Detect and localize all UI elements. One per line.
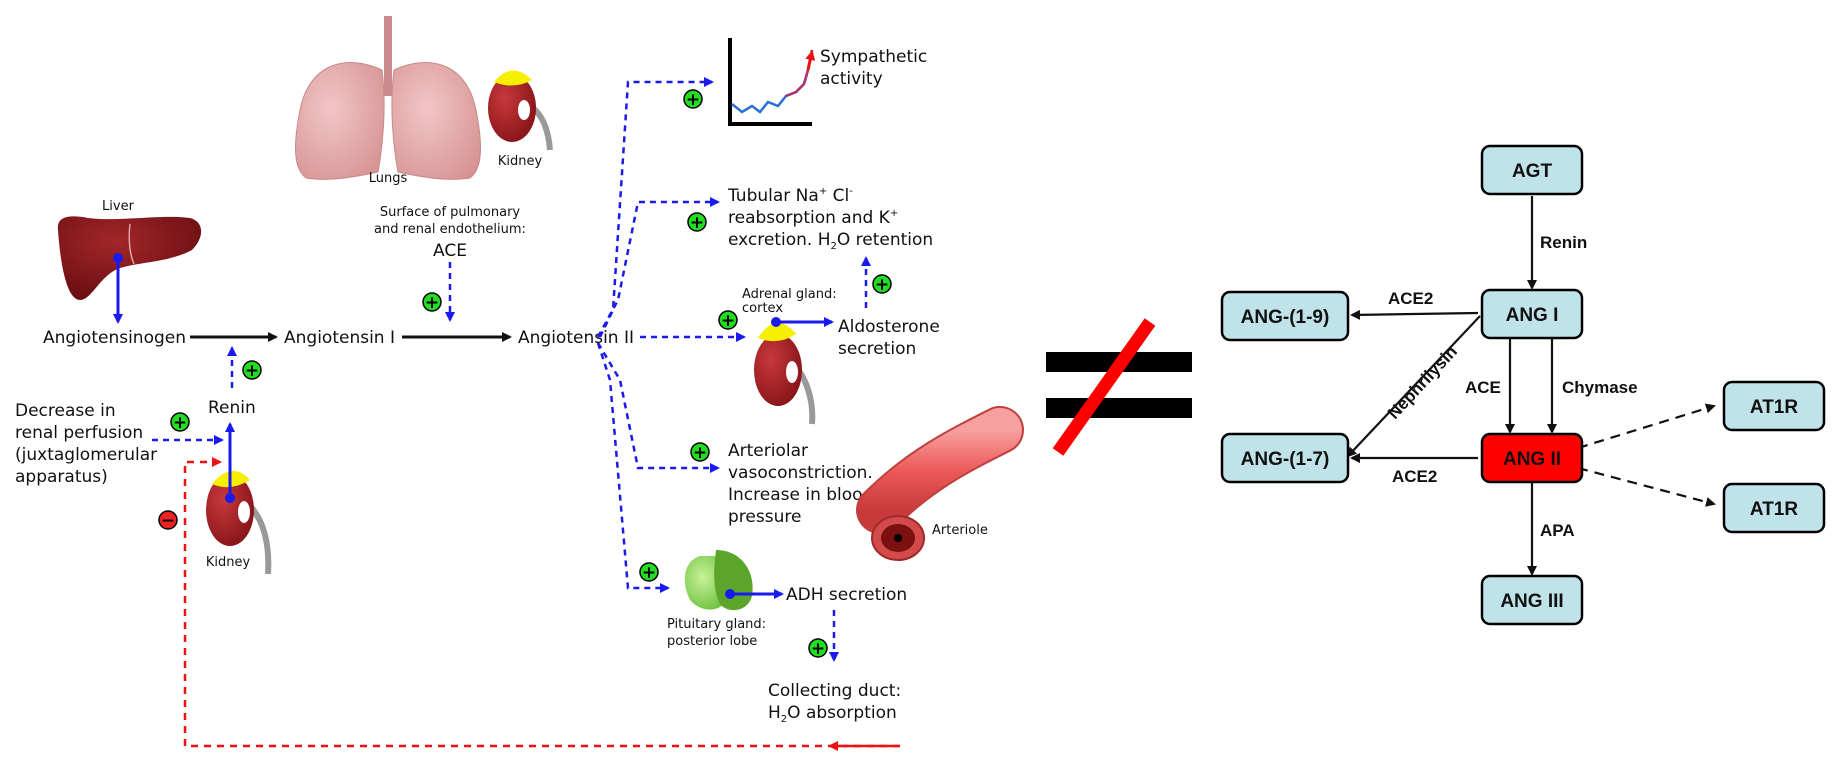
ace-label: ACE	[433, 241, 467, 261]
svg-text:+: +	[690, 213, 704, 233]
ace-edge-label: ACE	[1465, 378, 1501, 397]
ace2-top-edge-label: ACE2	[1388, 289, 1433, 308]
adrenal-line1: Adrenal gland:	[742, 287, 837, 302]
svg-text:+: +	[245, 361, 259, 381]
sympathetic-chart-icon	[728, 38, 816, 126]
decrease-line2: renal perfusion	[15, 423, 143, 443]
plus-icon: +	[683, 89, 703, 110]
node-agt: AGT	[1480, 144, 1584, 196]
svg-text:−: −	[161, 511, 175, 531]
svg-text:+: +	[642, 563, 656, 583]
minus-icon: −	[158, 510, 178, 531]
adrenal-kidney-illustration	[754, 322, 816, 425]
lungs-label: Lungs	[369, 171, 408, 186]
pituitary-line2: posterior lobe	[667, 634, 757, 649]
plus-icon: +	[687, 212, 707, 233]
decrease-line4: apparatus)	[15, 467, 108, 487]
tubular-line1: Tubular Na+ Cl-	[727, 186, 853, 206]
svg-text:+: +	[686, 90, 700, 110]
adrenal-line2: cortex	[742, 301, 783, 316]
ace-note-line1: Surface of pulmonary	[380, 205, 521, 220]
angiotensin-1-label: Angiotensin I	[284, 328, 395, 348]
svg-text:ANG III: ANG III	[1500, 591, 1563, 612]
nephrilysin-edge-label: Nephrilysin	[1384, 342, 1461, 423]
ace2-bottom-edge-label: ACE2	[1392, 467, 1437, 486]
pituitary-illustration	[684, 550, 753, 611]
lungs-illustration	[295, 16, 481, 180]
apa-edge-label: APA	[1540, 521, 1575, 540]
collecting-line1: Collecting duct:	[768, 681, 901, 701]
kidney-bottom-label: Kidney	[206, 555, 251, 570]
plus-icon: +	[170, 412, 190, 433]
node-ang1: ANG I	[1480, 288, 1584, 340]
svg-text:+: +	[173, 413, 187, 433]
svg-text:AT1R: AT1R	[1750, 499, 1798, 520]
sympathetic-line2: activity	[820, 69, 883, 89]
plus-icon: +	[808, 638, 828, 659]
plus-icon: +	[690, 442, 710, 463]
adh-secretion-label: ADH secretion	[786, 585, 907, 605]
arteriolar-line4: pressure	[728, 507, 801, 527]
angiotensinogen-label: Angiotensinogen	[43, 328, 186, 348]
not-equal-icon	[1046, 318, 1192, 456]
collecting-line2: H2O absorption	[768, 703, 897, 725]
node-at1r-top: AT1R	[1722, 380, 1826, 432]
tubular-line3: excretion. H2O retention	[728, 230, 933, 252]
plus-sign-group: + + + + + + + + + + −	[158, 89, 892, 659]
liver-label: Liver	[102, 199, 135, 214]
svg-text:+: +	[425, 293, 439, 313]
ace-note-line2: and renal endothelium:	[374, 222, 526, 237]
kidney-bottom-illustration	[206, 470, 272, 575]
arteriolar-line1: Arteriolar	[728, 441, 808, 461]
svg-text:ANG II: ANG II	[1503, 449, 1561, 470]
kidney-top-illustration	[488, 70, 553, 151]
arteriole-label: Arteriole	[932, 523, 988, 538]
decrease-line1: Decrease in	[15, 401, 116, 421]
decrease-line3: (juxtaglomerular	[15, 445, 157, 465]
arteriole-illustration	[856, 406, 1024, 561]
sympathetic-line1: Sympathetic	[820, 47, 927, 67]
svg-text:+: +	[811, 639, 825, 659]
angiotensin-2-label: Angiotensin II	[518, 328, 634, 348]
pituitary-line1: Pituitary gland:	[667, 617, 766, 632]
svg-text:ANG-(1-7): ANG-(1-7)	[1241, 449, 1330, 470]
svg-text:+: +	[693, 443, 707, 463]
node-ang17: ANG-(1-7)	[1220, 432, 1350, 484]
aldosterone-line2: secretion	[838, 339, 916, 359]
aldosterone-line1: Aldosterone	[838, 317, 940, 337]
tubular-line2: reabsorption and K+	[728, 208, 898, 228]
plus-icon: +	[639, 562, 659, 583]
svg-text:ANG I: ANG I	[1506, 305, 1559, 326]
chymase-edge-label: Chymase	[1562, 378, 1638, 397]
svg-text:+: +	[721, 311, 735, 331]
node-ang3: ANG III	[1480, 574, 1584, 626]
plus-icon: +	[422, 292, 442, 313]
node-at1r-bottom: AT1R	[1722, 482, 1826, 534]
arteriolar-line2: vasoconstriction.	[728, 463, 873, 483]
arteriolar-line3: Increase in blood	[728, 485, 873, 505]
svg-text:AGT: AGT	[1512, 161, 1553, 182]
plus-icon: +	[718, 310, 738, 331]
kidney-top-label: Kidney	[498, 154, 543, 169]
plus-icon: +	[242, 360, 262, 381]
liver-illustration	[57, 216, 202, 300]
node-ang2: ANG II	[1480, 432, 1584, 484]
node-ang19: ANG-(1-9)	[1220, 290, 1350, 342]
svg-text:+: +	[875, 275, 889, 295]
plus-icon: +	[872, 274, 892, 295]
svg-text:ANG-(1-9): ANG-(1-9)	[1241, 307, 1330, 328]
renin-label: Renin	[208, 398, 256, 418]
renin-edge-label: Renin	[1540, 233, 1587, 252]
svg-text:AT1R: AT1R	[1750, 397, 1798, 418]
